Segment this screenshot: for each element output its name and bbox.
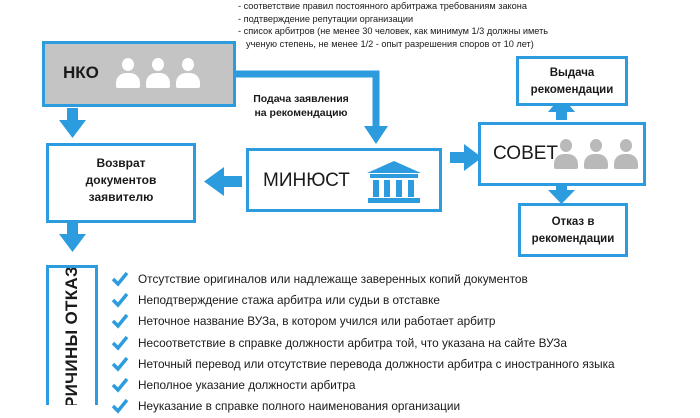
requirement-item: ученую степень, не менее 1/2 - опыт разр… — [246, 38, 534, 49]
connectors — [59, 70, 575, 252]
arrow-shaft — [556, 110, 567, 120]
submit-caption: Подача заявления на рекомендацию — [253, 93, 349, 119]
nko-box: НКО — [42, 41, 236, 107]
minjust-label: МИНЮСТ — [263, 170, 350, 191]
arrow-down-icon — [59, 120, 86, 138]
list-item: Неточное название ВУЗа, в котором учился… — [112, 312, 672, 333]
people-icon — [115, 58, 201, 88]
requirement-item: - подтверждение репутации организации — [238, 13, 414, 24]
nko-label: НКО — [63, 63, 99, 82]
list-item: Неточный перевод или отсутствие перевода… — [112, 355, 672, 376]
sovet-label: СОВЕТ — [493, 143, 559, 164]
minjust-box: МИНЮСТ — [246, 148, 442, 212]
reasons-title-box: ПРИЧИНЫ ОТКАЗА — [46, 265, 98, 405]
checkmark-icon — [112, 335, 128, 351]
list-item: Неуказание в справке полного наименовани… — [112, 397, 672, 418]
refuse-recommendation-box: Отказ в рекомендации — [518, 203, 628, 257]
checkmark-icon — [112, 399, 128, 414]
reasons-list: Отсутствие оригиналов или надлежаще заве… — [112, 270, 672, 418]
people-icon — [553, 139, 639, 169]
arrow-down-icon — [548, 190, 575, 204]
checkmark-icon — [112, 356, 128, 372]
checkmark-icon — [112, 314, 128, 329]
building-icon — [367, 161, 421, 203]
arrow-left-icon — [204, 167, 224, 196]
arrow-shaft — [222, 176, 242, 187]
checkmark-icon — [112, 377, 128, 393]
connector-nko-minjust — [236, 70, 380, 128]
reasons-title: ПРИЧИНЫ ОТКАЗА — [62, 265, 81, 405]
list-item: Неполное указание должности арбитра — [112, 376, 672, 397]
checkmark-icon — [112, 271, 128, 287]
checkmark-icon — [112, 293, 128, 308]
list-item: Несоответствие в справке должности арбит… — [112, 334, 672, 355]
arrow-down-icon — [364, 126, 388, 144]
requirement-item: - список арбитров (не менее 30 человек, … — [238, 26, 549, 36]
issue-recommendation-box: Выдача рекомендации — [516, 56, 628, 106]
arrow-shaft — [450, 152, 466, 163]
list-item: Отсутствие оригиналов или надлежаще заве… — [112, 270, 672, 291]
arrow-down-icon — [59, 234, 86, 252]
arrow-shaft — [67, 108, 78, 122]
requirement-item: - соответствие правил постоянного арбитр… — [238, 1, 527, 11]
arrow-right-icon — [464, 144, 482, 171]
arrow-shaft — [67, 222, 78, 236]
return-docs-box: Возврат документов заявителю — [46, 143, 196, 223]
list-item: Неподтверждение стажа арбитра или судьи … — [112, 291, 672, 312]
requirements-list: - соответствие правил постоянного арбитр… — [238, 0, 568, 50]
sovet-box: СОВЕТ — [478, 122, 646, 186]
